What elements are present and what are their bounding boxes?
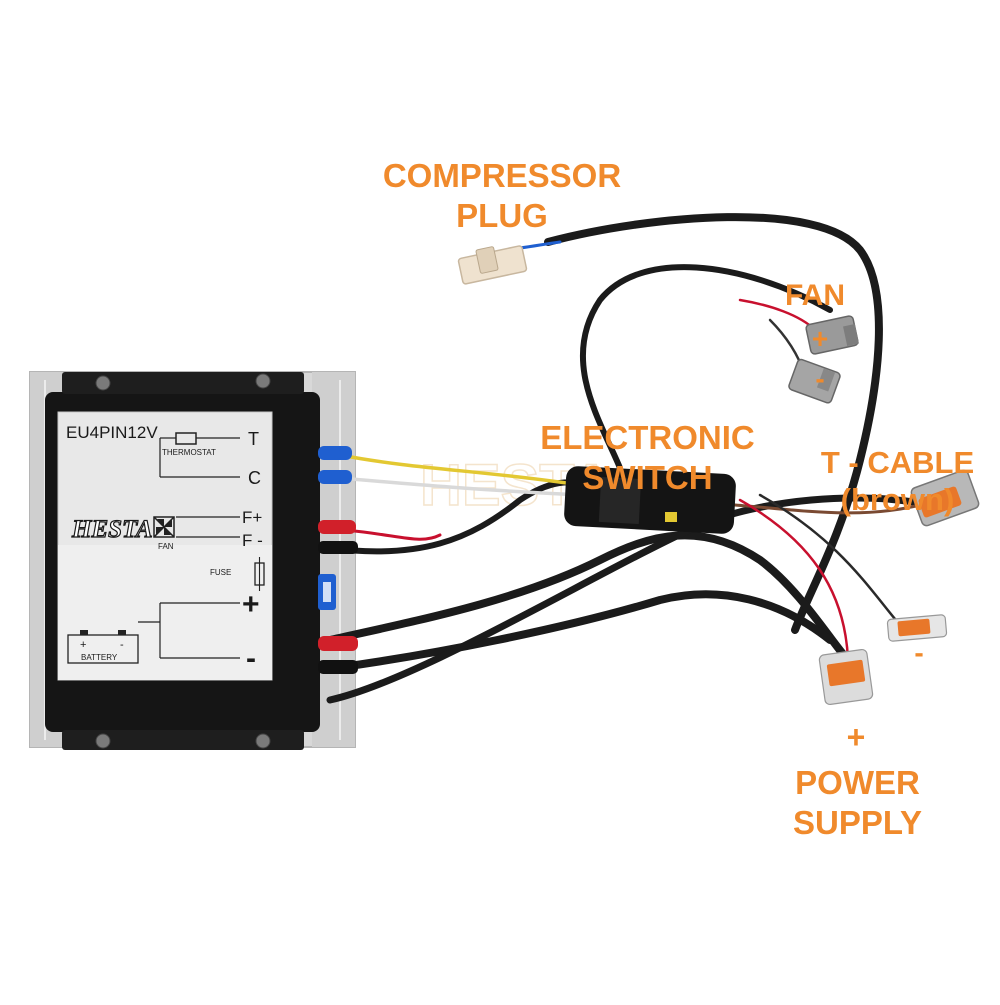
battery-plus-label: +	[80, 639, 86, 651]
fan-cable	[579, 264, 833, 471]
brand-logo: HESTA	[71, 516, 153, 543]
fuse-label: FUSE	[210, 568, 231, 577]
wires	[325, 213, 934, 704]
electronic-switch-module	[564, 466, 736, 534]
callout-line: -	[914, 637, 924, 668]
blue-terminal	[318, 446, 352, 460]
red-wire	[343, 528, 442, 541]
model-label: EU4PIN12V	[66, 423, 158, 442]
callout-line: FAN	[785, 279, 845, 312]
main-cable-upper	[326, 531, 852, 664]
compressor-plug	[457, 245, 528, 285]
power-supply-callout: POWER SUPPLY	[760, 763, 955, 842]
callout-line: SWITCH	[582, 458, 713, 496]
black-terminal	[318, 660, 358, 674]
screw	[95, 733, 111, 749]
terminal-minus-label: -	[246, 642, 256, 675]
compressor-cable	[544, 213, 883, 634]
supply-plus-callout: +	[838, 718, 874, 756]
supply-minus-callout: -	[905, 636, 933, 670]
supply-red-wire	[738, 498, 850, 662]
t-cable-callout: T - CABLE (brown)	[795, 444, 1000, 518]
terminal-t-label: T	[248, 429, 259, 449]
fan-label: FAN	[158, 542, 174, 551]
black-terminal	[318, 541, 358, 554]
battery-icon	[67, 621, 160, 664]
fan-callout: FAN	[770, 278, 860, 314]
main-cable-lower	[331, 590, 834, 672]
terminal-f-minus-label: F -	[242, 531, 263, 550]
red-terminal	[318, 636, 358, 651]
callout-line: ELECTRONIC	[540, 419, 755, 456]
brown-wire	[733, 503, 922, 515]
label-panel: EU4PIN12V THERMOSTAT T C HESTA FAN F+ F …	[57, 411, 273, 681]
callout-line: T - CABLE	[820, 445, 975, 480]
thermostat-label: THERMOSTAT	[162, 448, 216, 457]
white-wire	[338, 476, 582, 497]
screw	[95, 375, 111, 391]
screw	[255, 733, 271, 749]
callout-line: POWER	[795, 764, 920, 801]
callout-line: SUPPLY	[792, 803, 922, 841]
compressor-plug-callout: COMPRESSOR PLUG	[352, 156, 652, 235]
callout-line: COMPRESSOR	[382, 157, 622, 194]
callout-line: -	[815, 363, 825, 394]
callout-line: +	[811, 323, 829, 354]
terminal-f-plus-label: F+	[242, 508, 262, 527]
side-terminals	[318, 446, 358, 674]
supply-minus-connector	[886, 614, 948, 642]
callout-line: PLUG	[456, 196, 548, 234]
blue-terminal	[318, 470, 352, 484]
blue-wire	[518, 240, 562, 250]
terminal-c-label: C	[248, 468, 261, 488]
battery-minus-label: -	[120, 639, 124, 651]
callout-line: (brown)	[840, 482, 955, 518]
t-cable-connector	[910, 469, 980, 527]
battery-label: BATTERY	[81, 653, 118, 662]
fan-plus-callout: +	[806, 322, 834, 356]
yellow-wire	[338, 453, 582, 487]
callout-line: +	[846, 719, 866, 755]
fan-connector-minus	[788, 358, 841, 404]
supply-plus-connector	[818, 648, 874, 706]
electronic-switch-callout: ELECTRONIC SWITCH	[510, 418, 785, 497]
red-terminal	[318, 520, 356, 534]
fan-icon	[153, 516, 175, 538]
supply-black-wire	[758, 493, 902, 627]
fan-minus-callout: -	[806, 362, 834, 396]
terminal-plus-label: +	[242, 588, 260, 621]
screw	[255, 373, 271, 389]
fan-connector-plus	[805, 315, 859, 355]
output-cable	[326, 494, 934, 704]
